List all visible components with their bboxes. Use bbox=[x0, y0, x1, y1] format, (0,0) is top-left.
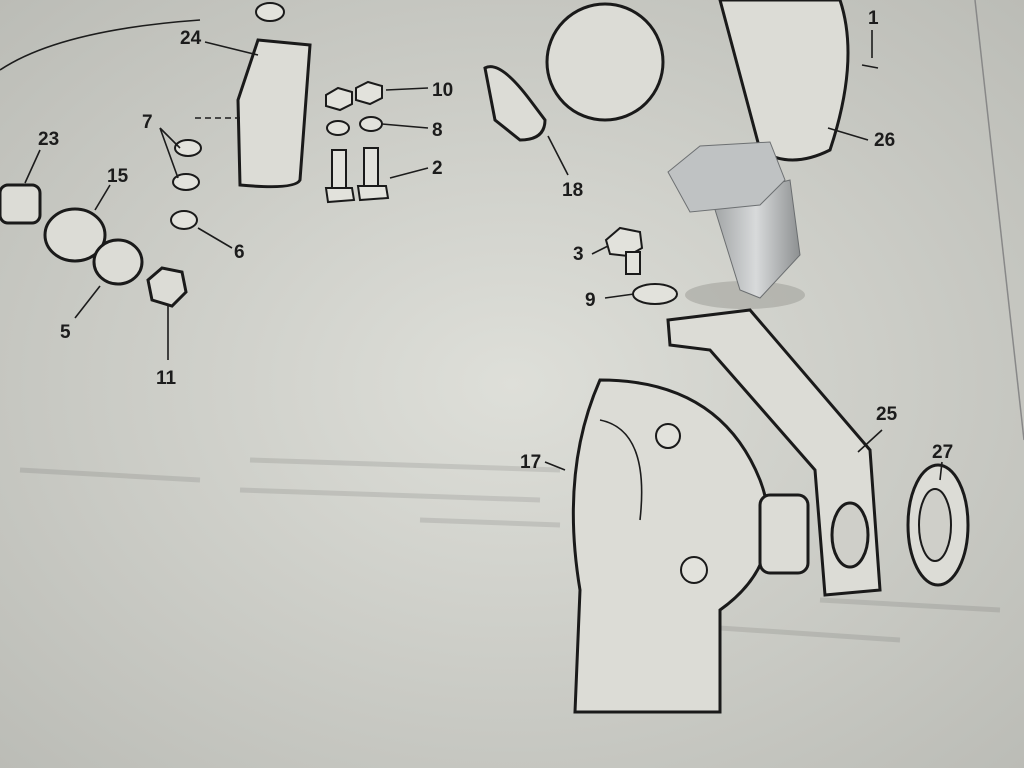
label-7: 7 bbox=[142, 112, 153, 133]
nut-11 bbox=[146, 266, 188, 308]
cover-band-26 bbox=[718, 0, 850, 162]
label-10: 10 bbox=[432, 80, 453, 101]
horn-spiral bbox=[599, 419, 643, 521]
screw-1 bbox=[861, 64, 879, 69]
page-edge bbox=[974, 0, 1024, 441]
bleed-through-text bbox=[19, 457, 1001, 643]
bolt-3 bbox=[604, 226, 644, 258]
leader-lines bbox=[24, 30, 943, 481]
bolt-3-thread bbox=[625, 251, 641, 275]
label-8: 8 bbox=[432, 120, 443, 141]
washer bbox=[255, 2, 285, 22]
label-17: 17 bbox=[520, 452, 541, 473]
label-18: 18 bbox=[562, 180, 583, 201]
label-1: 1 bbox=[868, 8, 879, 29]
washers-7 bbox=[172, 139, 202, 191]
washer-6 bbox=[170, 210, 198, 230]
label-2: 2 bbox=[432, 158, 443, 179]
label-23: 23 bbox=[38, 129, 59, 150]
horn-nut-bottom bbox=[680, 556, 708, 584]
nut-27-bore bbox=[918, 488, 952, 562]
seal-15 bbox=[43, 207, 107, 263]
cable-outline bbox=[0, 19, 201, 71]
label-9: 9 bbox=[585, 290, 596, 311]
label-24: 24 bbox=[180, 28, 202, 49]
label-27: 27 bbox=[932, 442, 953, 463]
nuts-10 bbox=[325, 80, 383, 112]
label-26: 26 bbox=[874, 130, 895, 151]
label-3: 3 bbox=[573, 244, 584, 265]
label-25: 25 bbox=[876, 404, 898, 425]
generator-end bbox=[545, 2, 665, 122]
bolts-2 bbox=[324, 147, 390, 204]
horn-nut-top bbox=[655, 423, 681, 449]
lockwasher-9 bbox=[632, 283, 678, 305]
bracket-25 bbox=[666, 308, 882, 597]
bushing-23 bbox=[0, 183, 42, 225]
horn-17 bbox=[571, 378, 771, 714]
label-11: 11 bbox=[156, 368, 177, 389]
bracket-hole bbox=[830, 501, 870, 569]
label-15: 15 bbox=[107, 166, 129, 187]
label-5: 5 bbox=[60, 322, 71, 343]
washer-5 bbox=[92, 238, 144, 286]
bracket-24 bbox=[236, 38, 312, 189]
plate-18 bbox=[483, 65, 547, 142]
physical-bolt bbox=[667, 141, 805, 309]
horn-stem bbox=[758, 493, 810, 575]
label-6: 6 bbox=[234, 242, 245, 263]
